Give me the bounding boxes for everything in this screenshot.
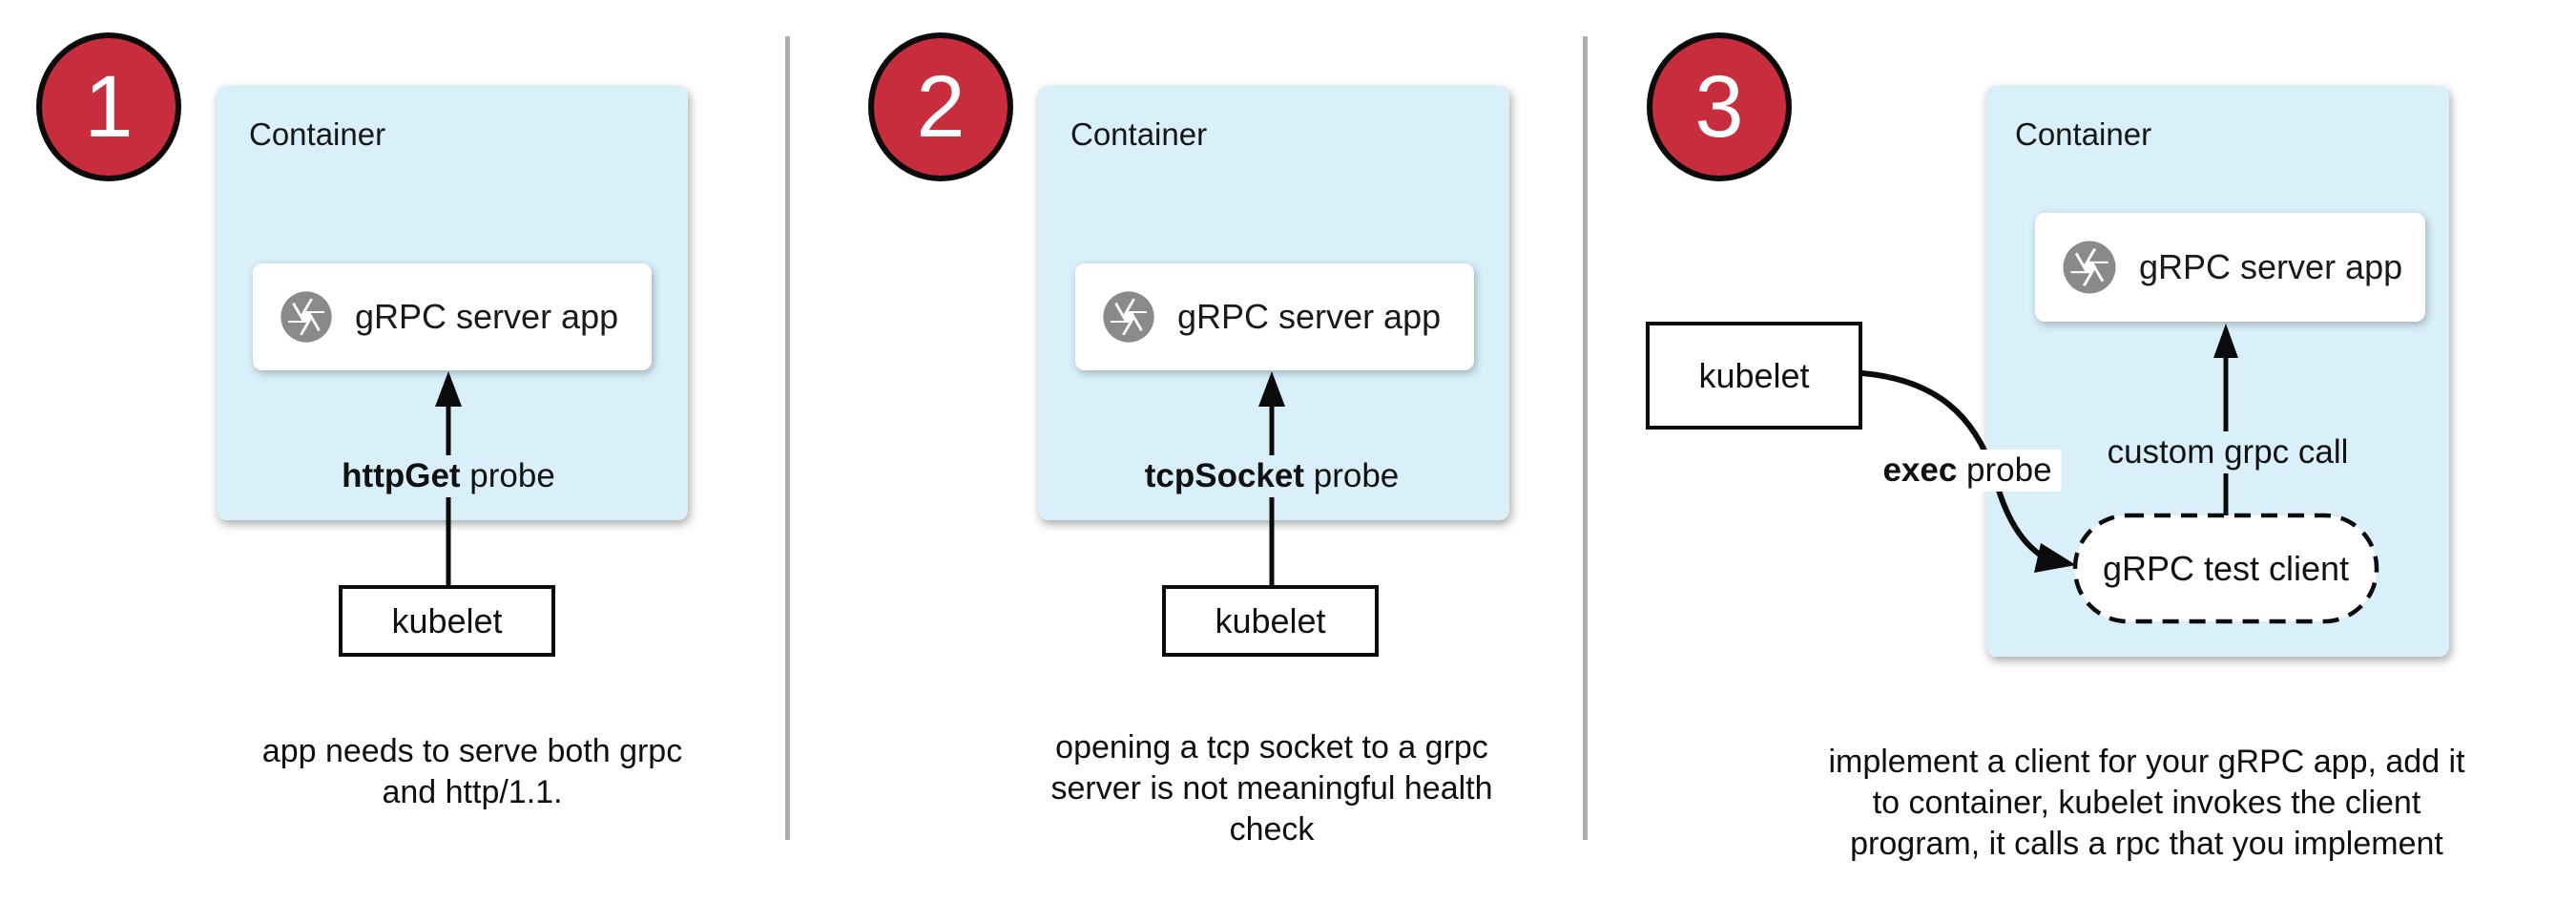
- probe-label-2: tcpSocket probe: [1138, 455, 1405, 497]
- grpc-test-client-label: gRPC test client: [2102, 548, 2350, 588]
- caption-1: app needs to serve both grpc and http/1.…: [261, 733, 683, 810]
- container-label-2: Container: [1070, 116, 1208, 152]
- kubelet-box-2: kubelet: [1162, 585, 1379, 657]
- step-1-number: 1: [84, 57, 134, 156]
- step-2-number: 2: [916, 57, 966, 156]
- panel-divider-1: [785, 36, 790, 840]
- kubelet-label-1: kubelet: [391, 600, 503, 640]
- caption-3: implement a client for your gRPC app, ad…: [1828, 744, 2465, 862]
- probe-word-3: probe: [1957, 451, 2052, 489]
- caption-2: opening a tcp socket to a grpc server is…: [1050, 729, 1493, 848]
- probe-type-2: tcpSocket: [1144, 457, 1305, 494]
- kubelet-box-3: kubelet: [1646, 322, 1862, 430]
- container-label-1: Container: [249, 116, 386, 152]
- probe-label-1: httpGet probe: [336, 455, 561, 497]
- probe-type-1: httpGet: [342, 457, 461, 494]
- grpc-server-app-box-2: gRPC server app: [1075, 263, 1474, 370]
- grpc-server-app-box-3: gRPC server app: [2035, 213, 2425, 322]
- grpc-server-app-label-1: gRPC server app: [355, 297, 619, 336]
- step-3-badge: 3: [1647, 32, 1792, 181]
- camera-aperture-icon: [2063, 241, 2116, 294]
- camera-aperture-icon: [280, 291, 332, 343]
- probe-label-3: exec probe: [1873, 450, 2062, 492]
- grpc-server-app-label-3: gRPC server app: [2139, 247, 2403, 286]
- camera-aperture-icon: [1103, 291, 1154, 343]
- step-1-badge: 1: [36, 32, 181, 181]
- step-2-badge: 2: [868, 32, 1013, 181]
- step-3-number: 3: [1694, 57, 1744, 156]
- kubelet-label-2: kubelet: [1215, 600, 1326, 640]
- grpc-server-app-box-1: gRPC server app: [253, 263, 652, 370]
- panel-divider-2: [1583, 36, 1588, 840]
- kubelet-label-3: kubelet: [1698, 355, 1810, 395]
- probe-type-3: exec: [1882, 451, 1958, 489]
- custom-grpc-call-label: custom grpc call: [2099, 431, 2357, 473]
- kubelet-box-1: kubelet: [339, 585, 555, 657]
- grpc-server-app-label-2: gRPC server app: [1177, 297, 1442, 336]
- probe-word-2: probe: [1304, 457, 1400, 494]
- probe-word-1: probe: [460, 457, 555, 494]
- container-label-3: Container: [2015, 116, 2152, 152]
